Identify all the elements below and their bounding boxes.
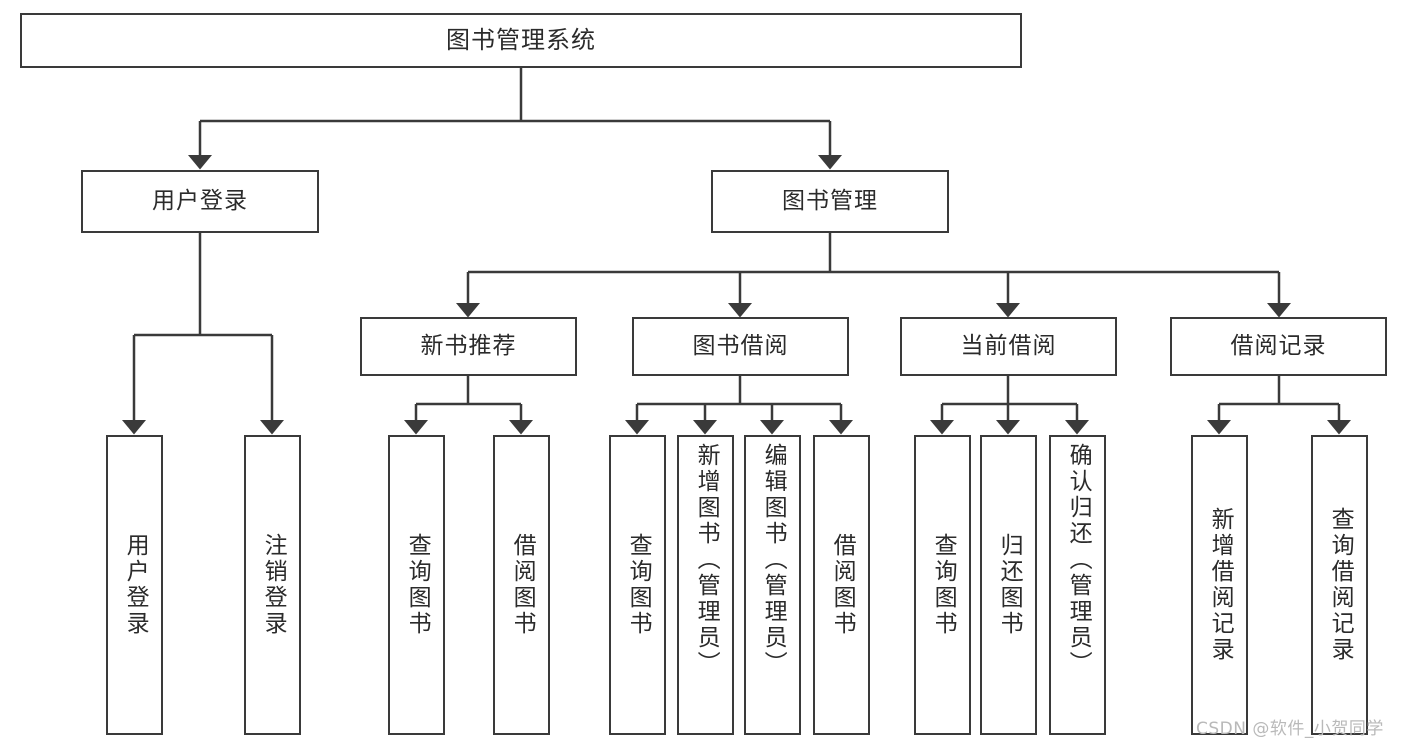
- node-user-login[interactable]: 用户登录: [81, 170, 319, 233]
- leaf-label: 用户登录: [122, 533, 149, 637]
- node-book-manage[interactable]: 图书管理: [711, 170, 949, 233]
- leaf-return-book[interactable]: 归还图书: [980, 435, 1037, 735]
- watermark-text: CSDN @软件_小贺同学: [1196, 719, 1384, 739]
- leaf-confirm-return[interactable]: 确认归还（管理员）: [1049, 435, 1106, 735]
- node-new-book-recommend[interactable]: 新书推荐: [360, 317, 577, 376]
- leaf-label: 查询图书: [404, 533, 431, 637]
- leaf-label: 借阅图书: [509, 533, 536, 637]
- node-root[interactable]: 图书管理系统: [20, 13, 1022, 68]
- leaf-query-book-recommend[interactable]: 查询图书: [388, 435, 445, 735]
- leaf-borrow-book-recommend[interactable]: 借阅图书: [493, 435, 550, 735]
- node-borrow-record[interactable]: 借阅记录: [1170, 317, 1387, 376]
- node-current-borrow[interactable]: 当前借阅: [900, 317, 1117, 376]
- leaf-label: 借阅图书: [829, 533, 856, 637]
- leaf-label: 归还图书: [996, 533, 1023, 637]
- leaf-label: 新增图书（管理员）: [693, 443, 720, 677]
- node-book-borrow[interactable]: 图书借阅: [632, 317, 849, 376]
- leaf-borrow-book-borrow[interactable]: 借阅图书: [813, 435, 870, 735]
- leaf-query-book-current[interactable]: 查询图书: [914, 435, 971, 735]
- leaf-query-book-borrow[interactable]: 查询图书: [609, 435, 666, 735]
- leaf-user-login[interactable]: 用户登录: [106, 435, 163, 735]
- leaf-edit-book[interactable]: 编辑图书（管理员）: [744, 435, 801, 735]
- leaf-add-book[interactable]: 新增图书（管理员）: [677, 435, 734, 735]
- leaf-label: 查询图书: [625, 533, 652, 637]
- leaf-label: 确认归还（管理员）: [1065, 443, 1092, 677]
- leaf-label: 查询借阅记录: [1327, 507, 1354, 663]
- leaf-add-borrow-record[interactable]: 新增借阅记录: [1191, 435, 1248, 735]
- leaf-user-logout[interactable]: 注销登录: [244, 435, 301, 735]
- leaf-label: 注销登录: [260, 533, 287, 637]
- leaf-label: 编辑图书（管理员）: [760, 443, 787, 677]
- leaf-query-borrow-record[interactable]: 查询借阅记录: [1311, 435, 1368, 735]
- leaf-label: 新增借阅记录: [1207, 507, 1234, 663]
- leaf-label: 查询图书: [930, 533, 957, 637]
